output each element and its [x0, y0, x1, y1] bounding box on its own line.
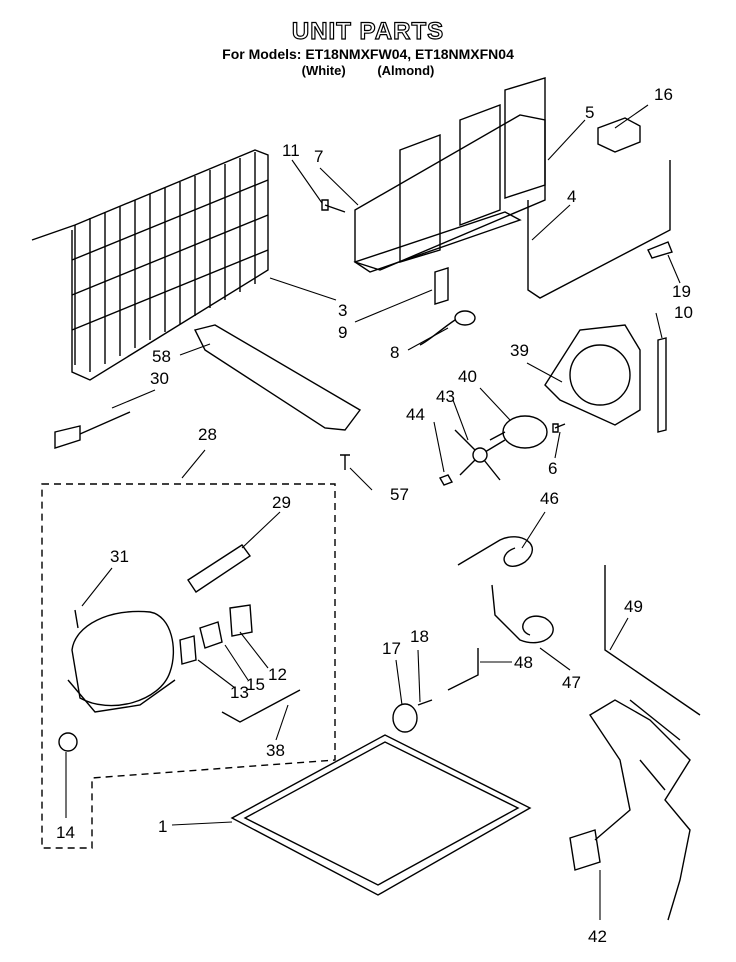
callout-labels: 1 3 4 5 6 7 8 9 10 11 12 13 14 15 16 17 …	[56, 85, 693, 946]
callout-10: 10	[674, 303, 693, 322]
screw-57[interactable]	[340, 454, 350, 470]
callout-46: 46	[540, 489, 559, 508]
callout-49: 49	[624, 597, 643, 616]
callout-16: 16	[654, 85, 673, 104]
screw-6[interactable]	[552, 423, 566, 433]
callout-7: 7	[314, 147, 323, 166]
tube-46[interactable]	[457, 536, 533, 567]
callout-57: 57	[390, 485, 409, 504]
callout-39: 39	[510, 341, 529, 360]
callout-18: 18	[410, 627, 429, 646]
callout-48: 48	[514, 653, 533, 672]
diagram-title: UNIT PARTS	[291, 17, 445, 45]
callout-14: 14	[56, 823, 75, 842]
callout-13: 13	[230, 683, 249, 702]
overload-15[interactable]	[199, 621, 223, 649]
callout-42: 42	[588, 927, 607, 946]
fan-motor[interactable]	[489, 415, 548, 449]
callout-15: 15	[246, 675, 265, 694]
callout-29: 29	[272, 493, 291, 512]
fan-blade[interactable]	[454, 429, 506, 481]
screw-31[interactable]	[74, 609, 79, 629]
callout-17: 17	[382, 639, 401, 658]
drain-trough[interactable]	[193, 324, 362, 431]
callout-38: 38	[266, 741, 285, 760]
harness-38[interactable]	[221, 689, 301, 723]
cover-13[interactable]	[179, 635, 197, 665]
callout-30: 30	[150, 369, 169, 388]
compressor[interactable]	[67, 610, 176, 713]
fan-shroud[interactable]	[544, 324, 641, 426]
terminal-block-16[interactable]	[597, 117, 641, 153]
callout-6: 6	[548, 459, 557, 478]
drain-tube[interactable]	[54, 425, 81, 449]
roller-17[interactable]	[392, 703, 418, 733]
main-wire-harness[interactable]	[569, 699, 691, 921]
callout-19: 19	[672, 282, 691, 301]
condenser-coil[interactable]	[31, 149, 269, 381]
callout-58: 58	[152, 347, 171, 366]
capacitor-29[interactable]	[187, 544, 251, 593]
compressor-group-box	[41, 483, 336, 849]
clip-19[interactable]	[647, 241, 673, 259]
tube-49[interactable]	[604, 565, 701, 716]
grommet-14[interactable]	[58, 732, 78, 752]
variant-white: (White)	[301, 63, 346, 78]
callout-3: 3	[338, 301, 347, 320]
callout-11: 11	[282, 141, 300, 160]
callout-1: 1	[158, 817, 167, 836]
model-numbers: For Models: ET18NMXFW04, ET18NMXFN04	[222, 46, 514, 62]
nut-44[interactable]	[438, 474, 454, 486]
callout-8: 8	[390, 343, 399, 362]
callout-31: 31	[110, 547, 129, 566]
callout-40: 40	[458, 367, 477, 386]
callout-28: 28	[198, 425, 217, 444]
callout-5: 5	[585, 103, 594, 122]
relay-12[interactable]	[229, 604, 253, 637]
tube-47[interactable]	[491, 584, 554, 644]
variant-almond: (Almond)	[377, 63, 435, 78]
leader-lines	[65, 104, 681, 920]
callout-4: 4	[567, 187, 576, 206]
callout-44: 44	[406, 405, 425, 424]
strip-10[interactable]	[657, 337, 667, 433]
bracket-9[interactable]	[434, 267, 449, 305]
callout-9: 9	[338, 323, 347, 342]
wire-harness-4[interactable]	[527, 160, 671, 299]
screw-11[interactable]	[321, 199, 346, 213]
tube-48[interactable]	[447, 648, 479, 691]
model-variants: (White) (Almond)	[0, 63, 736, 78]
screw-18[interactable]	[417, 699, 433, 706]
callout-47: 47	[562, 673, 581, 692]
heater-assembly[interactable]	[353, 77, 546, 273]
callout-12: 12	[268, 665, 287, 684]
base-pan[interactable]	[230, 734, 532, 896]
callout-43: 43	[436, 387, 455, 406]
